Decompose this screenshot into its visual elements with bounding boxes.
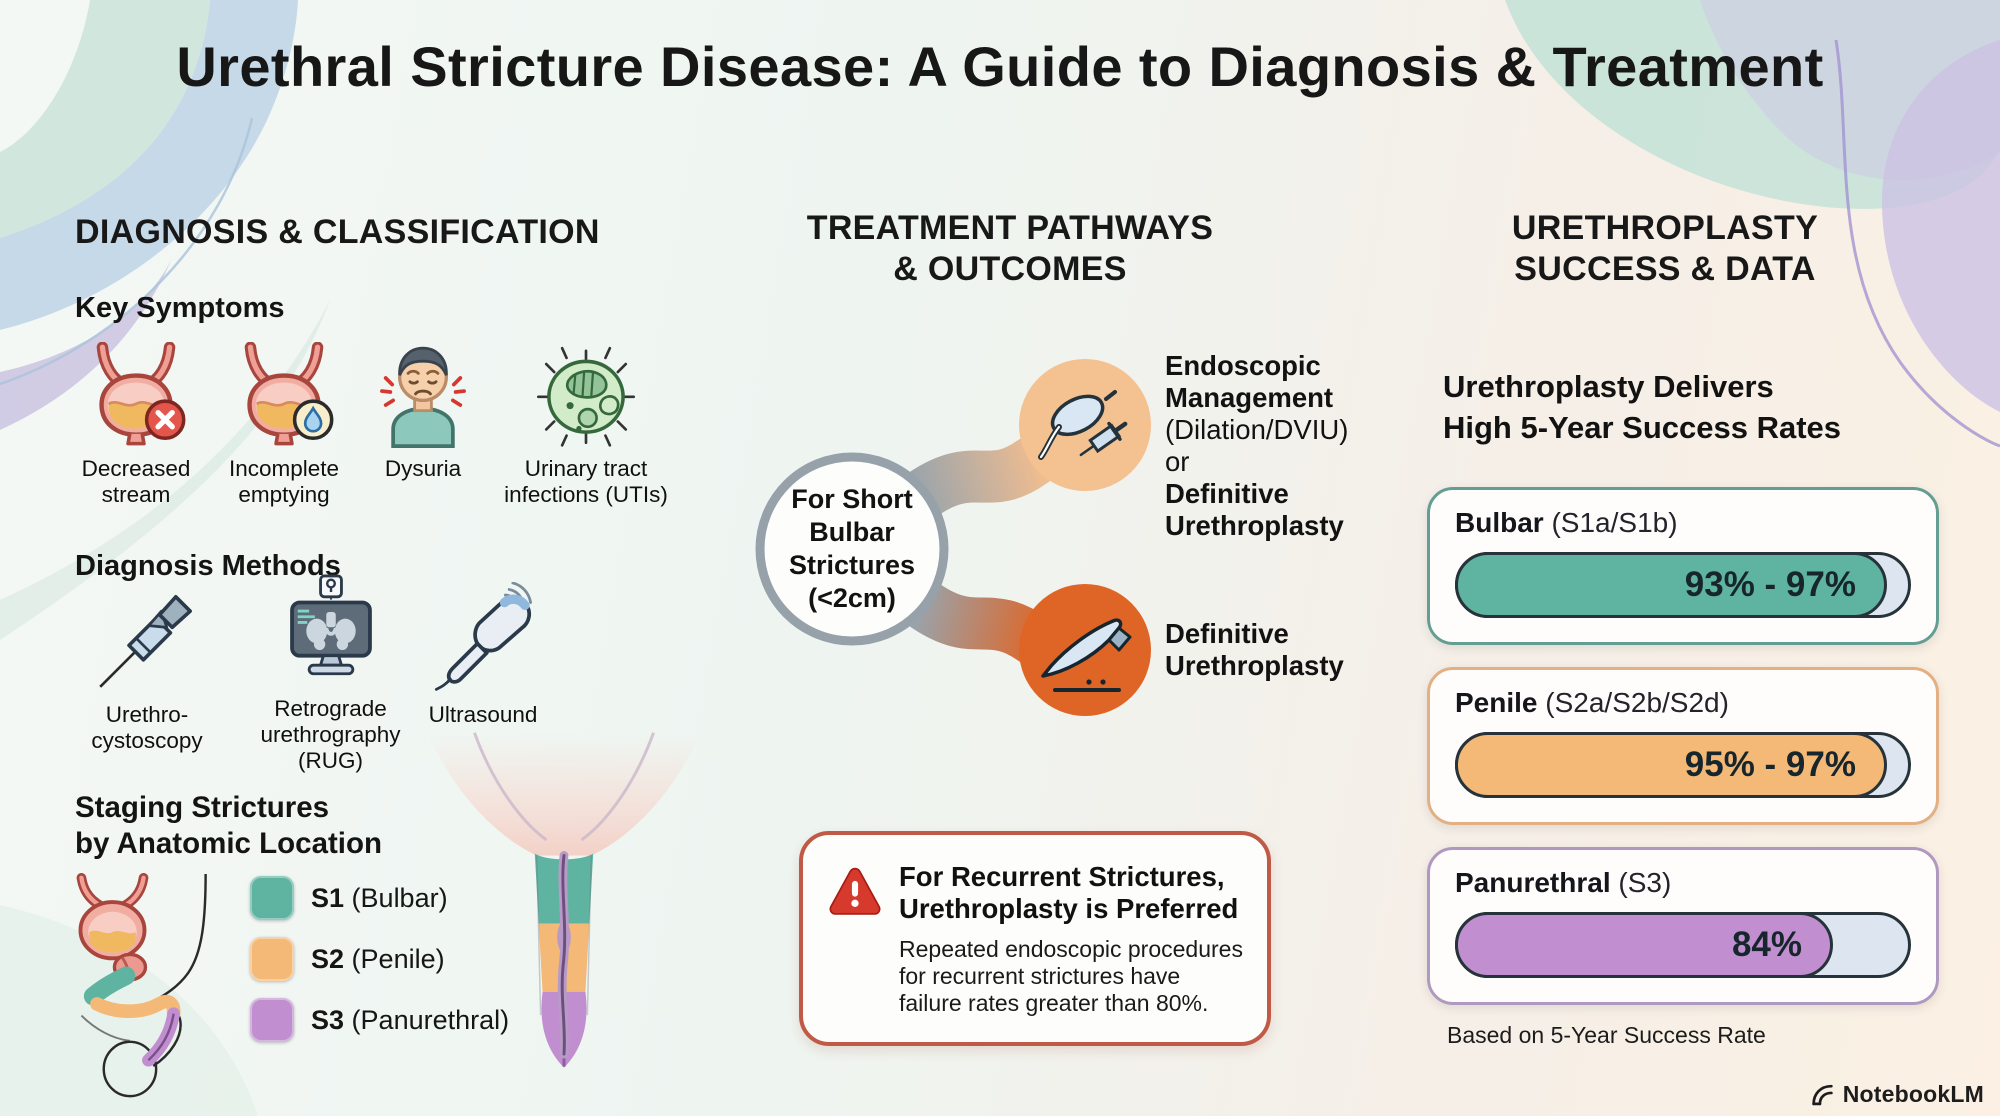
staging-legend: S1 (Bulbar) S2 (Penile) S3 (Panurethral) (250, 876, 509, 1059)
key-symptoms-heading: Key Symptoms (75, 292, 285, 324)
success-rate-value: 84% (1731, 925, 1802, 964)
legend-item: S2 (Penile) (250, 937, 509, 981)
success-card-penile: Penile (S2a/S2b/S2d) 95% - 97% (1427, 667, 1939, 825)
treatment-pathway-diagram (755, 359, 1151, 716)
page-title: Urethral Stricture Disease: A Guide to D… (176, 35, 1824, 98)
diagnosis-methods-heading: Diagnosis Methods (75, 550, 341, 582)
legend-label: (Penile) (351, 943, 445, 974)
uti-microbe-icon (490, 336, 682, 448)
brand-name: NotebookLM (1842, 1081, 1984, 1107)
warning-triangle-icon (829, 867, 881, 915)
success-bar-track: 84% (1455, 912, 1911, 978)
success-rate-value: 93% - 97% (1684, 565, 1856, 604)
bladder-decreased-stream-icon (60, 336, 212, 448)
method-label: Urethro-cystoscopy (91, 702, 203, 753)
success-card-panurethral: Panurethral (S3) 84% (1427, 847, 1939, 1005)
success-bar-fill: 95% - 97% (1455, 732, 1887, 798)
xray-monitor-icon (238, 574, 423, 688)
card-stage: (S1a/S1b) (1551, 507, 1678, 538)
success-caption: Based on 5-Year Success Rate (1447, 1022, 1766, 1048)
success-subheading: Urethroplasty Delivers High 5-Year Succe… (1443, 369, 1842, 445)
legend-code: S3 (311, 1004, 345, 1035)
symptom-item: Incomplete emptying (208, 336, 360, 508)
diagnosis-section-heading: DIAGNOSIS & CLASSIFICATION (75, 213, 600, 251)
scalpel-icon (1041, 618, 1132, 692)
recurrent-strictures-warning: For Recurrent Strictures, Urethroplasty … (799, 831, 1271, 1046)
method-label: Retrograde urethrography (RUG) (260, 696, 401, 773)
warning-title: For Recurrent Strictures, Urethroplasty … (899, 861, 1239, 924)
symptom-label: Decreased stream (81, 456, 191, 507)
ultrasound-probe-icon (408, 582, 558, 694)
card-name: Bulbar (1455, 507, 1544, 538)
legend-code: S2 (311, 943, 345, 974)
success-bar-fill: 93% - 97% (1455, 552, 1887, 618)
card-name: Panurethral (1455, 867, 1611, 898)
warning-body: Repeated endoscopic procedures for recur… (899, 936, 1243, 1016)
symptom-label: Incomplete emptying (228, 456, 340, 507)
symptom-item: Decreased stream (60, 336, 212, 508)
staging-side-anatomy-illustration (52, 872, 237, 1105)
symptom-label: Dysuria (384, 456, 462, 481)
brand-mark: NotebookLM (1810, 1081, 1984, 1108)
symptom-item: Urinary tract infections (UTIs) (490, 336, 682, 508)
card-name: Penile (1455, 687, 1538, 718)
dysuria-person-icon (352, 336, 494, 448)
success-bar-track: 93% - 97% (1455, 552, 1911, 618)
endoscopic-branch-label: Endoscopic Management (Dilation/DVIU) or… (1165, 350, 1349, 541)
staging-heading: Staging Strictures by Anatomic Location (75, 791, 383, 860)
staging-frontal-anatomy-illustration (418, 732, 710, 1089)
success-rate-value: 95% - 97% (1684, 745, 1856, 784)
success-bar-track: 95% - 97% (1455, 732, 1911, 798)
card-stage: (S2a/S2b/S2d) (1545, 687, 1729, 718)
notebooklm-icon (1812, 1084, 1833, 1106)
s2-color-swatch (250, 937, 294, 981)
cystoscope-icon (68, 582, 226, 694)
card-stage: (S3) (1618, 867, 1672, 898)
method-item: Urethro-cystoscopy (68, 582, 226, 754)
legend-label: (Bulbar) (351, 882, 448, 913)
s1-color-swatch (250, 876, 294, 920)
symptom-label: Urinary tract infections (UTIs) (504, 456, 668, 507)
symptom-item: Dysuria (352, 336, 494, 482)
legend-label: (Panurethral) (351, 1004, 510, 1035)
success-card-bulbar: Bulbar (S1a/S1b) 93% - 97% (1427, 487, 1939, 645)
treatment-section-heading: TREATMENT PATHWAYS & OUTCOMES (806, 209, 1214, 288)
method-label: Ultrasound (428, 702, 538, 727)
urethroplasty-branch-label: Definitive Urethroplasty (1165, 618, 1344, 681)
method-item: Retrograde urethrography (RUG) (238, 574, 423, 774)
legend-code: S1 (311, 882, 345, 913)
method-item: Ultrasound (408, 582, 558, 728)
hub-circle (755, 452, 949, 646)
legend-item: S3 (Panurethral) (250, 998, 509, 1042)
balloon-catheter-icon (1038, 390, 1128, 460)
legend-item: S1 (Bulbar) (250, 876, 509, 920)
success-section-heading: URETHROPLASTY SUCCESS & DATA (1511, 209, 1819, 288)
hub-label: For Short Bulbar Strictures (<2cm) (788, 484, 916, 613)
success-bar-fill: 84% (1455, 912, 1833, 978)
s3-color-swatch (250, 998, 294, 1042)
bladder-incomplete-emptying-icon (208, 336, 360, 448)
